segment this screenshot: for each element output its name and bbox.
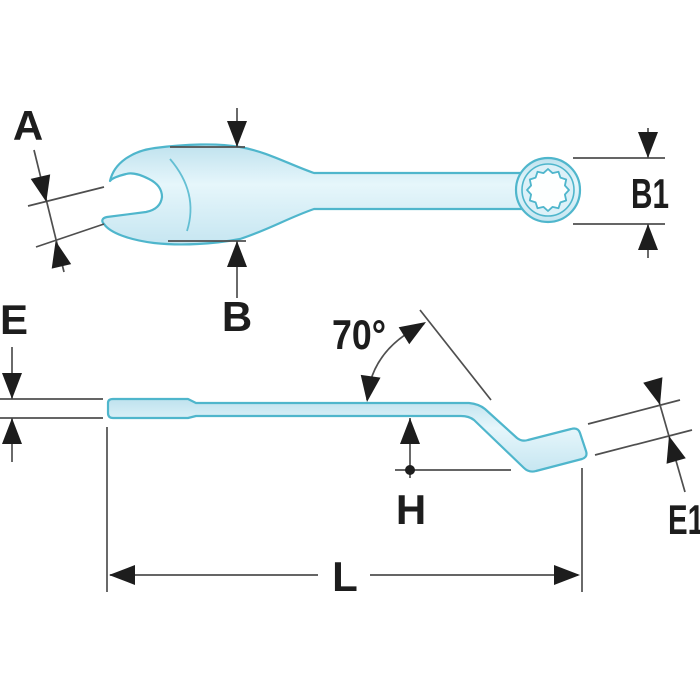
arrowhead bbox=[227, 241, 247, 267]
arrowhead bbox=[554, 565, 580, 585]
open-end-bevel-line bbox=[169, 158, 192, 232]
arrowhead bbox=[2, 418, 22, 444]
dim-b1: B1 bbox=[573, 128, 669, 258]
side-view-body bbox=[106, 397, 588, 473]
dim-b-label: B bbox=[222, 293, 252, 340]
wrench-top-view bbox=[101, 143, 582, 246]
dim-e1: E1 bbox=[587, 377, 700, 543]
dim-b: B bbox=[168, 108, 252, 340]
dim-b1-label: B1 bbox=[631, 170, 669, 217]
dim-h-label: H bbox=[396, 486, 426, 533]
arrowhead bbox=[638, 224, 658, 250]
angle-ref-line bbox=[419, 309, 492, 401]
arrowhead bbox=[227, 121, 247, 147]
dim-e1-ext-lower bbox=[594, 429, 693, 456]
dim-l-label: L bbox=[332, 553, 358, 600]
ring-end-socket-12pt bbox=[526, 168, 570, 212]
wrench-side-view bbox=[106, 397, 588, 473]
dim-e-label: E bbox=[0, 296, 28, 343]
dim-h: H bbox=[395, 418, 511, 533]
arrowhead bbox=[2, 373, 22, 399]
arrowhead bbox=[357, 374, 381, 404]
dim-a-ext-lower bbox=[35, 223, 105, 248]
dim-l: L bbox=[106, 427, 583, 600]
dim-a-ext-upper bbox=[27, 186, 105, 207]
top-view-body bbox=[101, 143, 542, 246]
arrowhead bbox=[400, 418, 420, 444]
dim-angle: 70° bbox=[332, 309, 492, 404]
arrowhead bbox=[109, 565, 135, 585]
dim-e1-ext-upper bbox=[587, 399, 681, 425]
dim-e: E bbox=[0, 296, 103, 462]
angle-label: 70° bbox=[332, 311, 386, 358]
dim-e1-label: E1 bbox=[668, 496, 700, 543]
arrowhead bbox=[638, 132, 658, 158]
dim-a: A bbox=[13, 102, 105, 273]
dim-a-label: A bbox=[13, 102, 43, 149]
dim-h-dot bbox=[405, 465, 415, 475]
